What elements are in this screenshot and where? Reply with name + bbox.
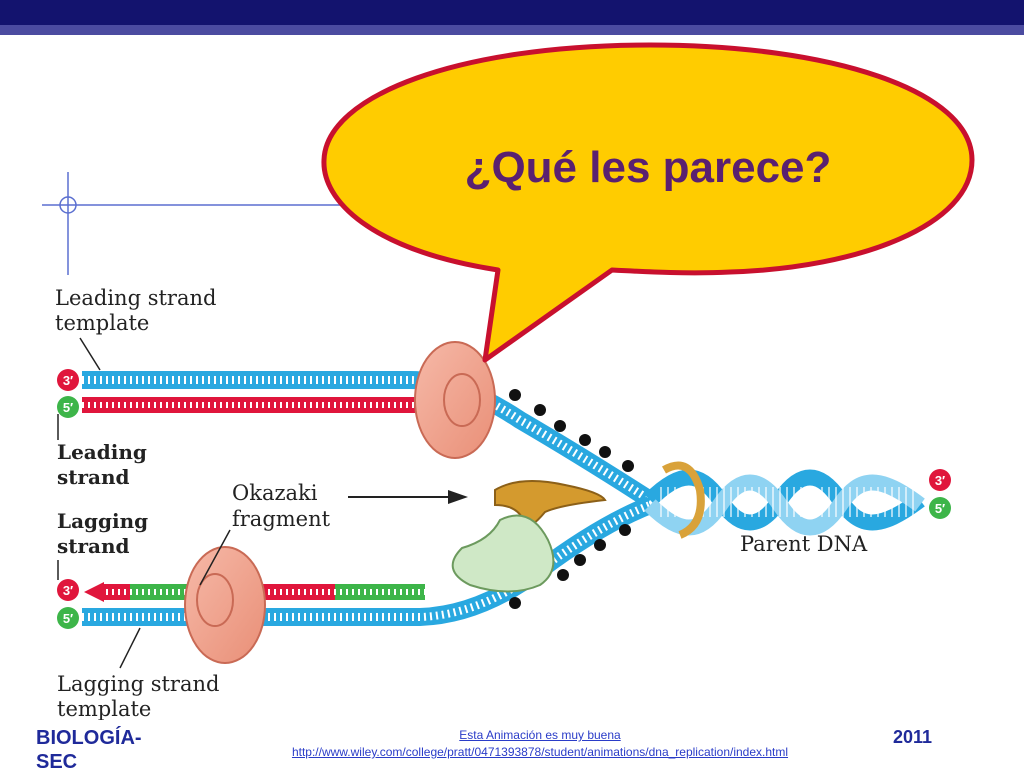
right-three-prime-marker: 3′	[929, 469, 951, 491]
footer-course-label: BIOLOGÍA- SEC	[36, 726, 196, 774]
lagging-sliding-clamp	[184, 546, 266, 664]
lagging-strand-label-line2: strand	[57, 534, 130, 558]
footer-links: Esta Animación es muy buena http://www.w…	[240, 727, 840, 761]
footer-year: 2011	[893, 727, 933, 747]
animation-url-link[interactable]: http://www.wiley.com/college/pratt/04713…	[291, 745, 789, 759]
svg-text:5′: 5′	[63, 611, 73, 626]
leading-template-label-line2: template	[55, 311, 149, 335]
okazaki-label-line2: fragment	[232, 507, 331, 531]
parent-dna-label: Parent DNA	[740, 532, 868, 556]
footer-course-line1: BIOLOGÍA-	[36, 727, 142, 749]
bottom-five-prime-marker: 5′	[57, 607, 79, 629]
right-five-prime-marker: 5′	[929, 497, 951, 519]
parent-dna-helix	[644, 469, 925, 536]
okazaki-label-line1: Okazaki	[232, 481, 318, 505]
crosshair-decoration	[42, 172, 340, 275]
footer-course-line2: SEC	[36, 751, 78, 773]
lagging-template-label-line2: template	[57, 697, 151, 720]
animation-link[interactable]: Esta Animación es muy buena	[459, 728, 621, 742]
ssb-proteins	[509, 389, 634, 609]
svg-text:3′: 3′	[63, 583, 73, 598]
svg-text:5′: 5′	[63, 400, 73, 415]
svg-text:3′: 3′	[935, 473, 945, 488]
header-accent-line	[0, 25, 1024, 35]
lagging-strand-template	[82, 496, 654, 626]
dna-replication-diagram: 3′ 5′ 3′ 5′ 3′ 5′ Leading strand templat…	[42, 42, 975, 720]
top-five-prime-marker: 5′	[57, 396, 79, 418]
svg-text:3′: 3′	[63, 373, 73, 388]
svg-text:5′: 5′	[935, 501, 945, 516]
bubble-text: ¿Qué les parece?	[465, 143, 832, 192]
header-bar	[0, 0, 1024, 25]
top-three-prime-marker: 3′	[57, 369, 79, 391]
helicase	[662, 461, 705, 539]
leading-strand-label-line1: Leading	[57, 440, 147, 464]
leading-sliding-clamp	[414, 341, 496, 459]
bottom-three-prime-marker: 3′	[57, 579, 79, 601]
leading-template-label-line1: Leading strand	[55, 286, 216, 310]
lagging-template-label-line1: Lagging strand	[57, 672, 219, 696]
lagging-polymerase	[451, 514, 555, 593]
leading-strand-label-line2: strand	[57, 465, 130, 489]
leading-strand	[82, 396, 470, 414]
lagging-strand-label-line1: Lagging	[57, 509, 148, 533]
speech-bubble: ¿Qué les parece?	[321, 42, 975, 363]
